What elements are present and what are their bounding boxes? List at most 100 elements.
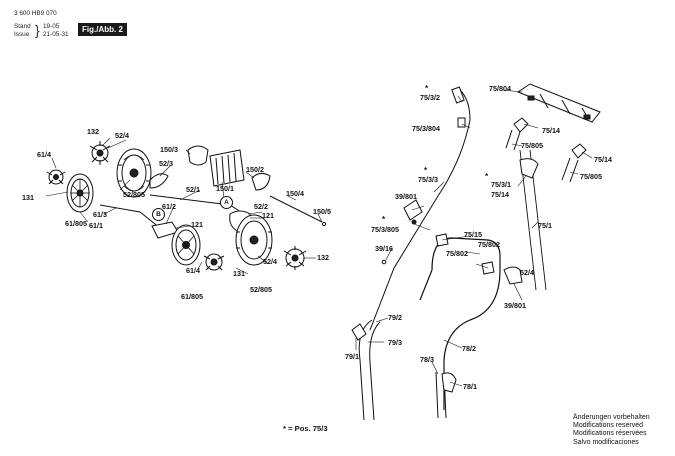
- label-52-2: 52/2: [254, 202, 268, 211]
- label-75-805-upper: 75/805: [521, 141, 543, 150]
- leader-lines: [45, 89, 593, 387]
- spoke-hub-61-4a: [46, 169, 66, 185]
- label-75-3-3: 75/3/3: [418, 175, 438, 184]
- part-150-3: [187, 145, 209, 166]
- tube-75-805b: [561, 157, 579, 183]
- label-39-801: 39/801: [395, 192, 417, 201]
- label-75-1: 75/1: [538, 221, 552, 230]
- label-75-3-805: 75/3/805: [371, 225, 399, 234]
- label-75-14-right: 75/14: [594, 155, 612, 164]
- label-52-3: 52/3: [159, 159, 173, 168]
- label-75-14-upper: 75/14: [542, 126, 560, 135]
- label-52-4-handle: 52/4: [520, 268, 534, 277]
- label-75-14-lower: 75/14: [491, 190, 509, 199]
- label-150-2: 150/2: [246, 165, 264, 174]
- legend: * = Pos. 75/3: [283, 424, 328, 433]
- issue-value: 21-05-31: [43, 31, 69, 38]
- screw-75-3-805: [411, 219, 417, 225]
- cable-75-3: [369, 89, 471, 331]
- label-150-4: 150/4: [286, 189, 304, 198]
- part-75-3-1: [519, 158, 539, 179]
- part-75-3-804: [457, 117, 466, 128]
- label-79-1: 79/1: [345, 352, 359, 361]
- label-75-802-right: 75/802: [478, 240, 500, 249]
- label-150-3: 150/3: [160, 145, 178, 154]
- axle-61-1: [99, 204, 161, 229]
- part-75-3-2: [451, 86, 465, 104]
- stand-value: 19-05: [43, 23, 60, 30]
- disclaimer: Änderungen vorbehalten Modifications res…: [573, 414, 650, 447]
- rod-150-4: [269, 195, 323, 223]
- disclaimer-en: Modifications reserved: [573, 422, 644, 430]
- label-52-4-lower: 52/4: [263, 257, 277, 266]
- grip-150-1: [209, 149, 245, 187]
- label-78-2: 78/2: [462, 344, 476, 353]
- label-78-3: 78/3: [420, 355, 434, 364]
- label-61-4: 61/4: [37, 150, 51, 159]
- label-132: 132: [87, 127, 99, 136]
- label-61-805: 61/805: [65, 219, 87, 228]
- legend-equals: =: [288, 424, 293, 433]
- wheel-61-805a: [66, 173, 94, 213]
- label-121-left: 121: [191, 220, 203, 229]
- label-75-805-right: 75/805: [580, 172, 602, 181]
- label-61-3: 61/3: [93, 210, 107, 219]
- star-symbol: *: [283, 424, 286, 433]
- label-61-4-lower: 61/4: [186, 266, 200, 275]
- label-75-804: 75/804: [489, 84, 511, 93]
- label-131: 131: [22, 193, 34, 202]
- label-61-805-lower: 61/805: [181, 292, 203, 301]
- wheel-52-805b: [235, 214, 273, 266]
- cap-75-14b: [571, 143, 587, 159]
- label-75-3-1: 75/3/1: [491, 180, 511, 189]
- knob-78-1: [441, 372, 457, 393]
- part-150-2: [251, 172, 271, 191]
- lever-39-801a: [403, 199, 423, 221]
- label-75-802-left: 75/802: [446, 249, 468, 258]
- label-39-16: 39/16: [375, 244, 393, 253]
- label-79-2: 79/2: [388, 313, 402, 322]
- circle-marker-b: B: [152, 208, 165, 221]
- star-marker: *: [485, 172, 489, 181]
- lever-52-4c: [503, 266, 523, 285]
- tube-75-805a: [505, 129, 521, 151]
- label-52-805-lower: 52/805: [250, 285, 272, 294]
- label-150-5: 150/5: [313, 207, 331, 216]
- spoke-hub-132b: [283, 246, 307, 270]
- label-75-3-2: 75/3/2: [420, 93, 440, 102]
- brace: }: [35, 22, 40, 38]
- label-132-lower: 132: [317, 253, 329, 262]
- star-marker: *: [424, 166, 428, 175]
- label-78-1: 78/1: [463, 382, 477, 391]
- label-39-801-lower: 39/801: [504, 301, 526, 310]
- disclaimer-es: Salvo modificaciones: [573, 438, 639, 446]
- part-79-1: [351, 323, 367, 341]
- star-marker: *: [425, 84, 429, 93]
- issue-label: Issue: [14, 31, 30, 38]
- spoke-hub-61-4b: [203, 253, 225, 271]
- wheel-52-805a: [116, 148, 152, 198]
- figure-badge: Fig./Abb. 2: [78, 23, 127, 36]
- label-52-4: 52/4: [115, 131, 129, 140]
- label-61-2: 61/2: [162, 202, 176, 211]
- cap-75-14a: [513, 117, 529, 133]
- label-75-3-804: 75/3/804: [412, 124, 440, 133]
- label-52-805: 52/805: [123, 190, 145, 199]
- disclaimer-fr: Modifications réservées: [573, 430, 647, 438]
- label-61-1: 61/1: [89, 221, 103, 230]
- cap-52-3: [149, 173, 169, 189]
- circle-marker-a: A: [220, 196, 233, 209]
- legend-text: Pos. 75/3: [294, 424, 328, 433]
- handle-bar-75-804: [516, 83, 601, 123]
- wheel-61-805b: [171, 224, 201, 266]
- spoke-hub-132: [89, 141, 111, 165]
- screw-39-16: [381, 259, 387, 265]
- label-131-lower: 131: [233, 269, 245, 278]
- star-marker: *: [382, 215, 386, 224]
- screw-150-5: [321, 221, 327, 227]
- handle-frame-75-1: [419, 237, 501, 410]
- label-121-right: 121: [262, 211, 274, 220]
- label-75-15: 75/15: [464, 230, 482, 239]
- stand-label: Stand: [14, 23, 31, 30]
